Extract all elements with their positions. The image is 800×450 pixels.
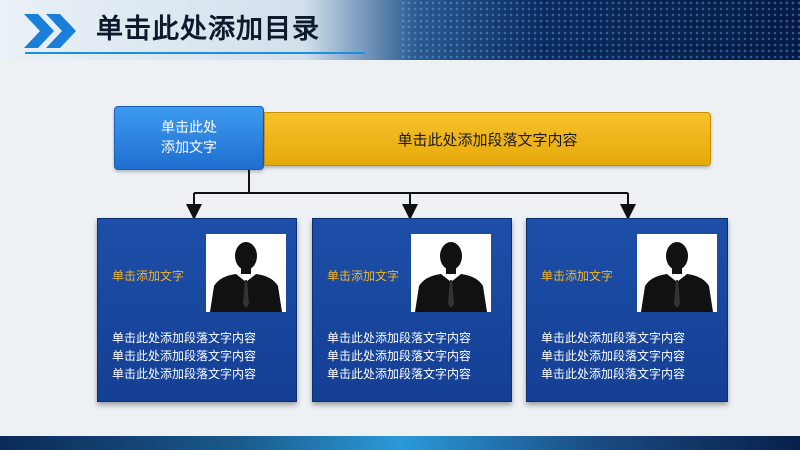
main-label-line2: 添加文字 <box>161 140 217 156</box>
person-silhouette-icon <box>415 242 487 312</box>
person-photo <box>411 234 491 312</box>
person-silhouette-icon <box>210 242 282 312</box>
card-text-line: 单击此处添加段落文字内容 <box>112 331 257 345</box>
main-bar-text: 单击此处添加段落文字内容 <box>397 130 578 149</box>
card-text-line: 单击此处添加段落文字内容 <box>327 349 472 363</box>
double-chevron-right-icon <box>24 14 76 48</box>
card-text: 单击此处添加段落文字内容 单击此处添加段落文字内容 单击此处添加段落文字内容 <box>112 329 256 383</box>
main-label-box[interactable]: 单击此处 添加文字 <box>114 106 264 170</box>
person-card-2[interactable]: 单击添加文字 单击此处添加段落文字内容 单击此处添加段落文字内容 单击此处添加段… <box>312 218 512 402</box>
header-bar: 单击此处添加目录 <box>0 0 800 60</box>
page-title[interactable]: 单击此处添加目录 <box>96 14 320 45</box>
card-text-line: 单击此处添加段落文字内容 <box>541 349 686 363</box>
card-title: 单击添加文字 <box>541 269 614 283</box>
main-label-line1: 单击此处 <box>161 120 217 136</box>
person-card-3[interactable]: 单击添加文字 单击此处添加段落文字内容 单击此处添加段落文字内容 单击此处添加段… <box>526 218 728 402</box>
main-content-bar[interactable]: 单击此处添加段落文字内容 <box>264 112 711 166</box>
card-text-line: 单击此处添加段落文字内容 <box>541 331 686 345</box>
card-text-line: 单击此处添加段落文字内容 <box>327 367 472 381</box>
person-photo <box>206 234 286 312</box>
header-underline <box>25 52 365 54</box>
card-text-line: 单击此处添加段落文字内容 <box>112 367 257 381</box>
person-card-1[interactable]: 单击添加文字 单击此处添加段落文字内容 单击此处添加段落文字内容 单击此处添加段… <box>97 218 297 402</box>
card-title: 单击添加文字 <box>327 269 400 283</box>
footer-bar <box>0 436 800 450</box>
card-text-line: 单击此处添加段落文字内容 <box>112 349 257 363</box>
header-decoration <box>400 0 800 60</box>
card-text: 单击此处添加段落文字内容 单击此处添加段落文字内容 单击此处添加段落文字内容 <box>541 329 685 383</box>
card-text: 单击此处添加段落文字内容 单击此处添加段落文字内容 单击此处添加段落文字内容 <box>327 329 471 383</box>
card-title: 单击添加文字 <box>112 269 185 283</box>
person-silhouette-icon <box>641 242 713 312</box>
card-text-line: 单击此处添加段落文字内容 <box>541 367 686 381</box>
person-photo <box>637 234 717 312</box>
card-text-line: 单击此处添加段落文字内容 <box>327 331 472 345</box>
